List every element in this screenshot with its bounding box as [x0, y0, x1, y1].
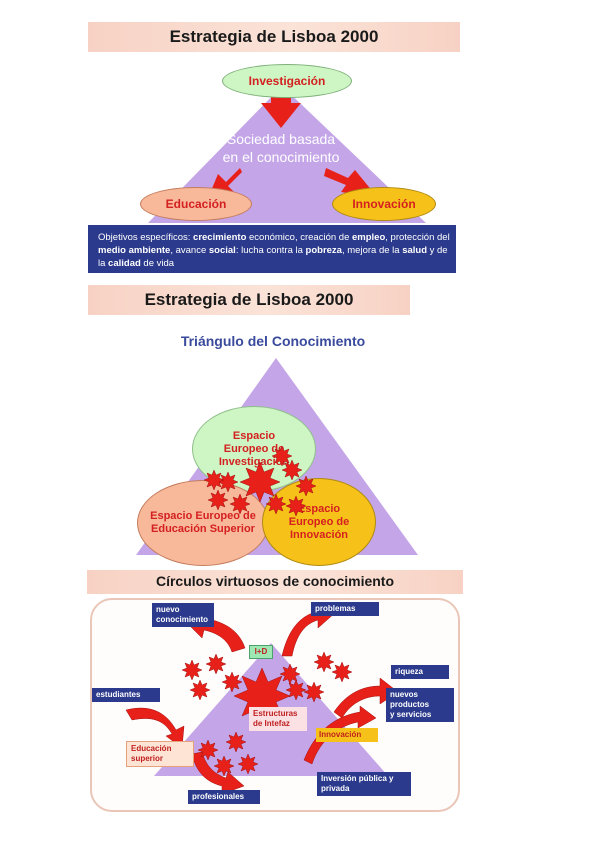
panel1-node-innovacion-label: Innovación — [352, 197, 416, 211]
obj-b2: empleo — [352, 232, 386, 243]
panel2-star-center — [239, 461, 281, 503]
obj-t6: y de la — [98, 245, 448, 269]
panel2-circle-innovacion-label: Espacio Europeo de Innovación — [288, 502, 350, 541]
panel2-star — [207, 489, 229, 511]
obj-b1: crecimiento — [193, 232, 247, 243]
panel3-tag-estructuras: Estructuras de Intefaz — [249, 707, 307, 731]
panel1-title: Estrategia de Lisboa 2000 — [169, 27, 379, 46]
panel3-star — [225, 731, 247, 753]
panel3-title-bar — [87, 570, 463, 594]
panel1-title-bar — [88, 22, 460, 52]
panel3-tag-educacion-superior: Educación superior — [126, 741, 194, 767]
obj-b3: medio ambiente — [98, 245, 171, 256]
panel2-circle-investigacion-label: Espacio Europeo de Investigación — [218, 429, 290, 468]
panel2-subtitle: Triángulo del Conocimiento — [180, 333, 366, 349]
panel3-tag-inversion: Inversión pública y privada — [317, 772, 411, 796]
panel3-star — [189, 679, 211, 701]
panel3-tag-riqueza: riqueza — [391, 665, 449, 679]
panel2-star — [271, 445, 293, 467]
panel3-arrow-bottom-left — [191, 751, 245, 795]
panel3-star — [285, 679, 307, 701]
panel2-title: Estrategia de Lisboa 2000 — [144, 290, 354, 309]
panel3-tag-nuevos-productos: nuevos productos y servicios — [386, 688, 454, 722]
obj-b4: social — [208, 245, 236, 256]
panel1-objectives-box — [88, 225, 456, 273]
panel2-star — [203, 469, 225, 491]
panel1-node-investigacion-label: Investigación — [248, 74, 326, 88]
panel3-star — [213, 755, 235, 777]
panel3-arrow-top — [281, 603, 337, 657]
panel2-star — [217, 471, 239, 493]
panel1-node-innovacion: Innovación — [332, 187, 436, 221]
panel3-star — [181, 659, 203, 681]
panel3-star — [279, 663, 301, 685]
panel3-tag-id: I+D — [249, 645, 273, 659]
panel3-star — [331, 661, 353, 683]
panel3-star — [303, 681, 325, 703]
panel2-star — [229, 493, 251, 515]
panel2-title-bar — [88, 285, 410, 315]
panel3-tag-estudiantes: estudiantes — [92, 688, 160, 702]
panel1-node-educacion: Educación — [140, 187, 252, 221]
panel3-tag-innovacion: Innovación — [316, 728, 378, 742]
obj-t4: : lucha contra la — [235, 245, 306, 256]
panel1-node-educacion-label: Educación — [165, 197, 227, 211]
panel1-center-label: Sociedad basada en el conocimiento — [222, 131, 340, 165]
obj-b6: salud — [402, 245, 427, 256]
panel2-star — [265, 493, 287, 515]
panel2-circle-educacion-label: Espacio Europeo de Educación Superior — [150, 510, 256, 535]
panel2-stars — [203, 445, 317, 517]
obj-b5: pobreza — [305, 245, 342, 256]
obj-t5: , mejora de la — [341, 245, 403, 256]
panel2-circle-innovacion: Espacio Europeo de Innovación — [262, 478, 376, 566]
panel1-objectives-text: Objetivos específicos: crecimiento econó… — [98, 231, 456, 270]
obj-t7: de vida — [140, 258, 175, 269]
panel3-star — [197, 739, 219, 761]
panel3-tag-nuevo-conocimiento: nuevo conocimiento — [152, 603, 214, 627]
panel2-star — [285, 495, 307, 517]
panel3-title: Círculos virtuosos de conocimiento — [155, 573, 395, 589]
obj-t3: , avance — [170, 245, 209, 256]
obj-t1: económico, creación de — [246, 232, 352, 243]
panel1-node-investigacion: Investigación — [222, 64, 352, 98]
panel3-star — [221, 671, 243, 693]
obj-t2: , protección del — [385, 232, 450, 243]
panel1-arrow-down — [261, 90, 301, 128]
panel3-star — [237, 753, 259, 775]
panel3-tag-profesionales: profesionales — [188, 790, 260, 804]
obj-b7: calidad — [108, 258, 141, 269]
panel3-star — [205, 653, 227, 675]
panel2-star — [281, 459, 303, 481]
panel3-star — [313, 651, 335, 673]
panel1-center-text: Sociedad basada en el conocimiento — [222, 130, 340, 166]
obj-prefix: Objetivos específicos: — [98, 232, 194, 243]
panel3-tag-problemas: problemas — [311, 602, 379, 616]
panel2-star — [295, 475, 317, 497]
